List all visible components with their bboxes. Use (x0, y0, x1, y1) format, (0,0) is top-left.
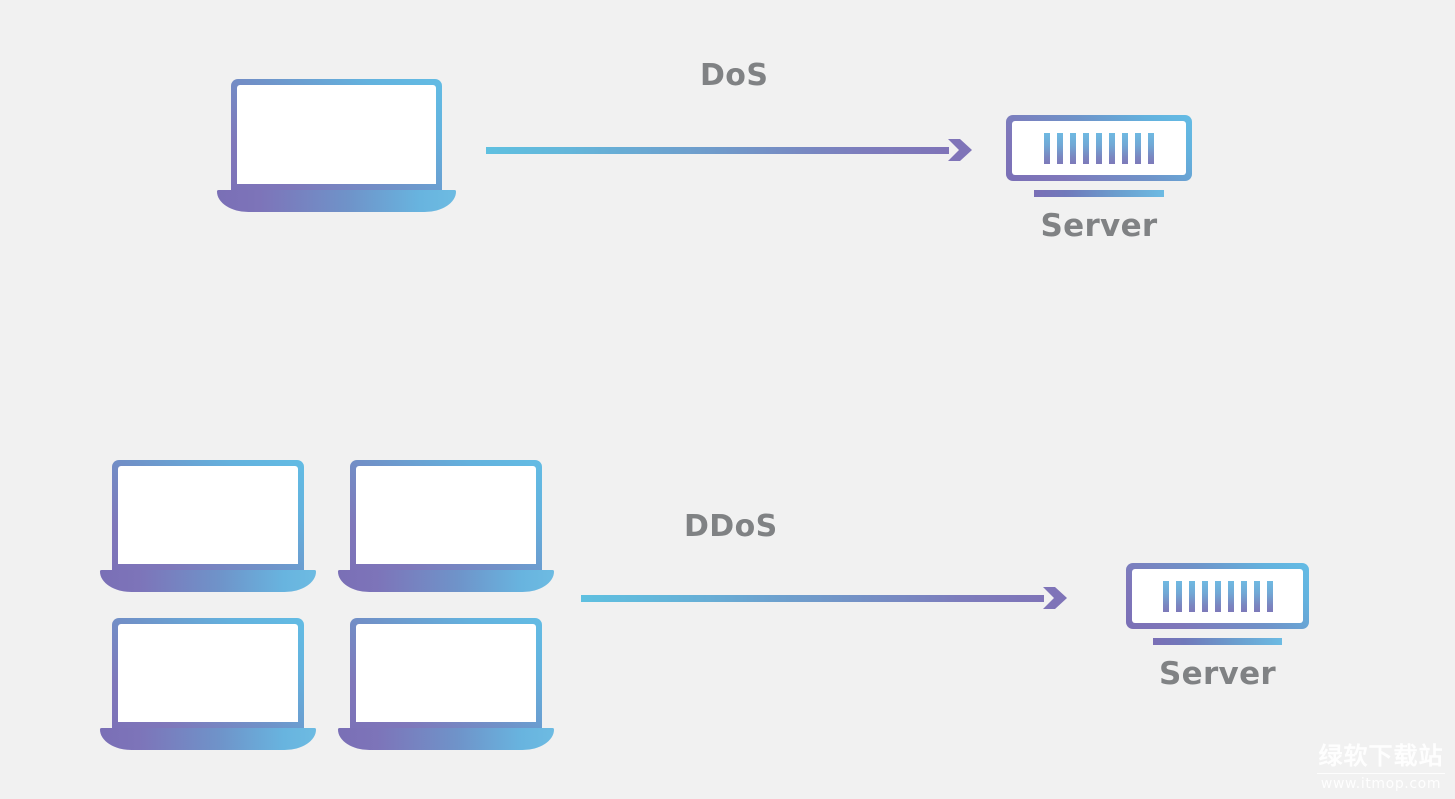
laptop-screen-wrap (112, 460, 304, 570)
laptop-screen-wrap (350, 618, 542, 728)
server-slot (1162, 580, 1169, 612)
laptop-icon-dos-client (217, 79, 456, 212)
server-slot (1096, 132, 1102, 164)
server-slot (1148, 132, 1154, 164)
arrow-head-icon (948, 139, 972, 161)
laptop-screen-bezel (112, 460, 304, 570)
server-base-bar (1033, 190, 1165, 197)
server-label: Server (1159, 656, 1276, 692)
server-icon-dos-target: Server (1006, 115, 1192, 244)
server-chassis (1126, 563, 1309, 629)
laptop-base (99, 728, 317, 750)
server-base-bar (1153, 638, 1282, 645)
server-face (1132, 569, 1303, 623)
server-slot (1122, 132, 1128, 164)
laptop-icon-ddos-client-1 (99, 460, 317, 592)
server-slot (1057, 132, 1063, 164)
arrow-shaft (486, 146, 949, 154)
server-slot (1175, 580, 1182, 612)
laptop-icon-ddos-client-3 (99, 618, 317, 750)
laptop-base (99, 570, 317, 592)
server-slot (1227, 580, 1234, 612)
laptop-base (337, 570, 555, 592)
server-slot (1201, 580, 1208, 612)
server-label: Server (1040, 208, 1158, 244)
arrow-head-icon (1043, 587, 1067, 609)
server-slot (1240, 580, 1247, 612)
watermark-divider (1317, 773, 1445, 774)
server-slot (1135, 132, 1141, 164)
laptop-screen-display (237, 85, 436, 184)
laptop-screen-display (118, 624, 298, 722)
laptop-base (337, 728, 555, 750)
attack-arrow-dos (486, 139, 972, 161)
watermark-url: www.itmop.com (1320, 776, 1442, 792)
watermark: 绿软下载站 www.itmop.com (1317, 742, 1445, 793)
attack-label-ddos: DDoS (684, 509, 778, 544)
server-slot (1044, 132, 1050, 164)
server-slot (1109, 132, 1115, 164)
laptop-screen-bezel (112, 618, 304, 728)
laptop-base (217, 190, 456, 212)
server-chassis (1006, 115, 1192, 181)
server-slot (1188, 580, 1195, 612)
server-slot (1253, 580, 1260, 612)
watermark-title: 绿软下载站 (1318, 742, 1444, 770)
laptop-screen-wrap (350, 460, 542, 570)
laptop-screen-display (118, 466, 298, 564)
server-slot (1070, 132, 1076, 164)
laptop-screen-bezel (350, 618, 542, 728)
server-slot (1214, 580, 1221, 612)
laptop-screen-wrap (112, 618, 304, 728)
laptop-icon-ddos-client-2 (337, 460, 555, 592)
server-slot (1266, 580, 1273, 612)
laptop-icon-ddos-client-4 (337, 618, 555, 750)
server-icon-ddos-target: Server (1126, 563, 1309, 692)
laptop-screen-display (356, 624, 536, 722)
laptop-screen-bezel (350, 460, 542, 570)
server-slot (1083, 132, 1089, 164)
attack-label-dos: DoS (700, 58, 769, 93)
arrow-shaft (581, 594, 1044, 602)
laptop-screen-wrap (231, 79, 442, 190)
attack-arrow-ddos (581, 587, 1067, 609)
laptop-screen-bezel (231, 79, 442, 190)
server-face (1012, 121, 1186, 175)
laptop-screen-display (356, 466, 536, 564)
